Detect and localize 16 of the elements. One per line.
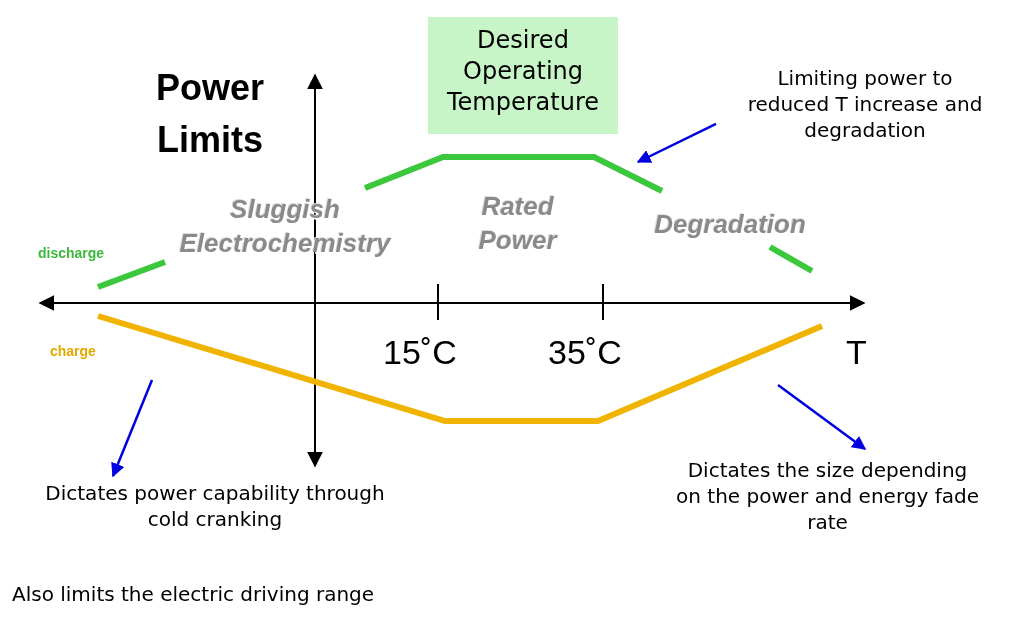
series-label: charge — [50, 343, 97, 359]
axis-title: Power Limits — [154, 66, 265, 163]
annotation-text: Limiting power to reduced T increase and degradation — [715, 65, 1015, 160]
series-label: discharge — [38, 245, 106, 261]
region-label: Rated Power — [477, 190, 559, 257]
tick-label: 35˚C — [548, 333, 623, 372]
annotation-text: Dictates power capability through cold cranking — [25, 480, 405, 544]
region-label: Degradation — [653, 208, 807, 241]
note-text: Also limits the electric driving range — [12, 582, 376, 606]
highlight-box: Desired Operating Temperature — [428, 17, 618, 134]
leader-arrow — [636, 122, 717, 164]
axis-label: T — [846, 333, 868, 372]
leader-arrow — [777, 384, 867, 450]
annotation-text: Dictates the size depending on the power and energy fade rate — [675, 457, 980, 555]
leader-arrow — [111, 379, 154, 478]
tick-label: 15˚C — [383, 333, 458, 372]
